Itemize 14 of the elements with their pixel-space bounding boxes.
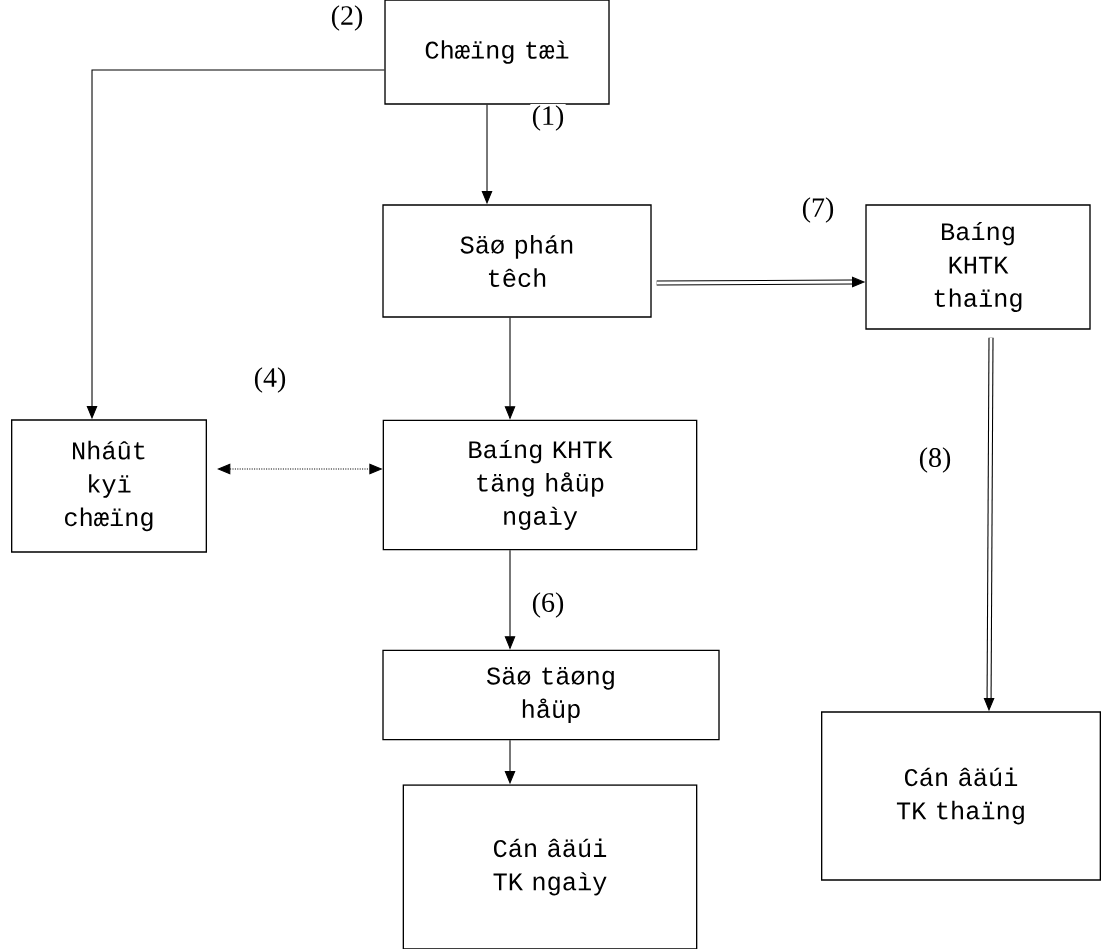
- edge-label: (4): [252, 365, 288, 394]
- edge-label: (7): [800, 195, 836, 225]
- edge-label: (2): [329, 3, 365, 33]
- process-box: Cán âäúi TK thaïng: [821, 711, 1101, 881]
- process-box: Säø täøng håüp: [382, 649, 720, 741]
- edge-label: (1): [530, 103, 566, 133]
- edge-label: (6): [530, 590, 566, 620]
- process-box: Chæïng tæì: [384, 0, 610, 105]
- process-box: Nháût kyï chæïng: [11, 419, 207, 553]
- process-box: Baíng KHTK thaïng: [865, 204, 1091, 330]
- process-box: Baíng KHTK täng håüp ngaìy: [382, 419, 698, 551]
- process-box: Säø phán têch: [382, 204, 652, 318]
- edge-label: (8): [917, 445, 953, 474]
- process-box: Cán âäúi TK ngaìy: [402, 784, 698, 949]
